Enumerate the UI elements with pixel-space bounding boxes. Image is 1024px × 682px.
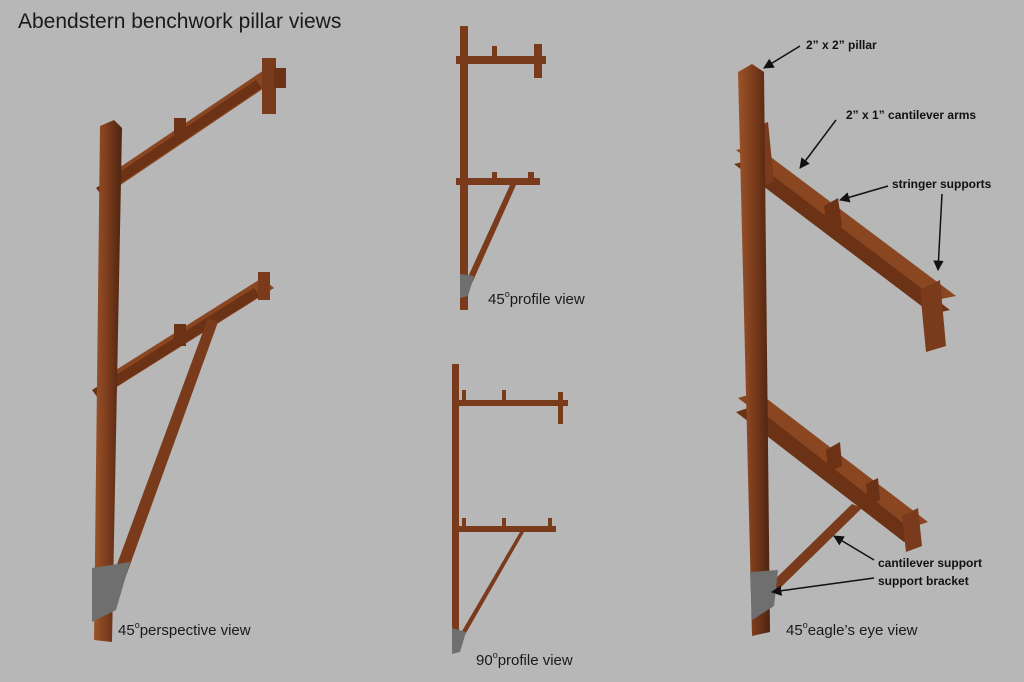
caption-perspective-degrees: 45 xyxy=(118,622,135,639)
upper-arm-end-block xyxy=(262,58,276,114)
lower-stringer-support xyxy=(826,442,842,472)
upper-stringer-support-end xyxy=(274,68,286,88)
support-bracket xyxy=(750,570,778,620)
arrow-pillar xyxy=(763,45,801,69)
lower-stringer-support-3 xyxy=(548,518,552,527)
caption-profile-90-text: profile view xyxy=(497,652,573,669)
label-pillar: 2” x 2” pillar xyxy=(806,38,877,52)
profile-90-view xyxy=(452,364,568,654)
cantilever-support xyxy=(766,504,862,594)
lower-stringer-support xyxy=(492,172,497,180)
lower-stringer-support-1 xyxy=(462,518,466,527)
degree-mark: o xyxy=(504,289,510,299)
caption-eagle-text: eagle’s eye view xyxy=(807,622,918,639)
callout-arrows xyxy=(763,45,944,596)
upper-arm-end-block xyxy=(534,44,542,78)
lower-arm-end-block xyxy=(902,508,922,552)
pillar xyxy=(460,26,468,310)
support-bracket xyxy=(460,274,474,298)
pillar xyxy=(738,64,770,636)
label-cantilever-support: cantilever support xyxy=(878,556,983,570)
label-cantilever-arms: 2” x 1” cantilever arms xyxy=(846,108,977,122)
support-bracket xyxy=(92,562,130,622)
caption-perspective-text: perspective view xyxy=(139,622,251,639)
upper-stringer-support xyxy=(492,46,497,58)
caption-profile-90: 90oprofile view xyxy=(476,650,573,669)
caption-profile-90-degrees: 90 xyxy=(476,652,493,669)
caption-perspective: 45operspective view xyxy=(118,620,251,639)
upper-stringer-support xyxy=(174,118,186,138)
perspective-view xyxy=(92,58,286,642)
pillar xyxy=(94,120,122,642)
upper-stringer-support-1 xyxy=(462,390,466,401)
caption-profile-45: 45oprofile view xyxy=(488,289,585,308)
caption-profile-45-text: profile view xyxy=(509,291,585,308)
eagle-view xyxy=(734,64,956,636)
upper-arm-end-block xyxy=(558,392,563,424)
upper-arm-end-block xyxy=(920,280,946,352)
lower-arm-rail-2 xyxy=(736,406,920,542)
upper-arm-rail-1 xyxy=(736,146,956,300)
arrow-stringer-2 xyxy=(933,193,944,272)
lower-stringer-support-end xyxy=(528,172,534,180)
arrow-arms xyxy=(799,119,837,169)
lower-stringer-support xyxy=(174,324,186,346)
caption-profile-45-degrees: 45 xyxy=(488,291,505,308)
label-support-bracket: support bracket xyxy=(878,574,969,588)
cantilever-support xyxy=(462,185,516,292)
label-stringer-supports: stringer supports xyxy=(892,177,992,191)
arrow-bracket xyxy=(770,577,875,596)
pillar xyxy=(452,364,459,652)
diagram-title: Abendstern benchwork pillar views xyxy=(18,10,342,33)
lower-arm xyxy=(456,178,540,185)
upper-arm-rail-2 xyxy=(734,160,950,314)
upper-arm xyxy=(452,400,568,406)
lower-stringer-support-2 xyxy=(502,518,506,527)
cantilever-support xyxy=(458,532,524,640)
caption-eagle-degrees: 45 xyxy=(786,622,803,639)
lower-arm-end-block xyxy=(258,272,270,300)
lower-stringer-support-2 xyxy=(866,478,880,506)
upper-arm xyxy=(456,56,546,64)
support-bracket xyxy=(452,628,466,654)
caption-eagle: 45oeagle’s eye view xyxy=(786,620,918,639)
upper-stringer-support xyxy=(824,198,842,232)
arrow-stringer-1 xyxy=(838,185,889,203)
degree-mark: o xyxy=(492,650,498,660)
arrow-cant-support xyxy=(833,535,875,561)
degree-mark: o xyxy=(802,620,808,630)
upper-stringer-support-2 xyxy=(502,390,506,401)
profile-45-view xyxy=(456,26,546,310)
cantilever-support xyxy=(106,318,218,598)
lower-arm xyxy=(452,526,556,532)
degree-mark: o xyxy=(134,620,140,630)
